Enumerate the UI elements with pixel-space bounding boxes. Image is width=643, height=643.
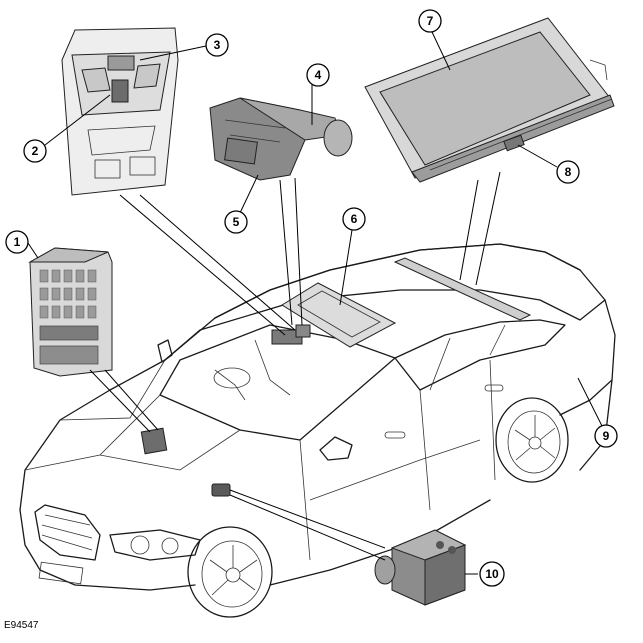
callout-5: 5 bbox=[224, 210, 248, 234]
vehicle-illustration bbox=[19, 243, 616, 618]
callout-label: 1 bbox=[14, 235, 21, 249]
component-abs-module bbox=[374, 529, 467, 606]
component-sunblind bbox=[364, 17, 615, 183]
callout-label: 4 bbox=[315, 68, 322, 82]
figure-reference-code: E94547 bbox=[4, 620, 39, 631]
callout-label: 10 bbox=[485, 567, 499, 581]
callout-8: 8 bbox=[556, 160, 580, 184]
leader-lines bbox=[27, 31, 605, 575]
callout-label: 6 bbox=[351, 212, 358, 226]
callout-2: 2 bbox=[23, 139, 47, 163]
callout-6: 6 bbox=[342, 207, 366, 231]
component-fuse-box bbox=[28, 247, 113, 377]
component-overhead-console bbox=[61, 27, 179, 196]
callout-label: 8 bbox=[565, 165, 572, 179]
callout-label: 3 bbox=[214, 38, 221, 52]
callout-label: 7 bbox=[427, 14, 434, 28]
callout-10: 10 bbox=[479, 561, 505, 587]
callout-7: 7 bbox=[418, 9, 442, 33]
callout-9: 9 bbox=[594, 424, 618, 448]
callout-4: 4 bbox=[306, 63, 330, 87]
callout-label: 2 bbox=[32, 144, 39, 158]
callout-1: 1 bbox=[5, 230, 29, 254]
callout-3: 3 bbox=[205, 33, 229, 57]
callout-label: 9 bbox=[603, 429, 610, 443]
callout-label: 5 bbox=[233, 215, 240, 229]
component-sunroof-motor bbox=[209, 97, 353, 181]
